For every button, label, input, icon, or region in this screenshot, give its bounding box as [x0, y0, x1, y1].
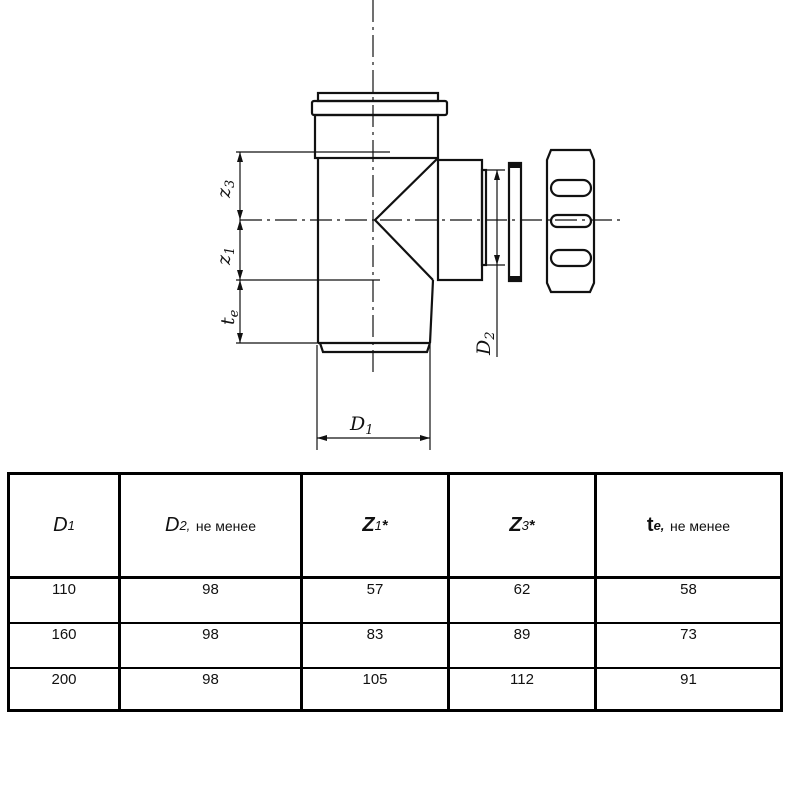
table-cell: 105 [362, 671, 388, 688]
table-cell: 110 [52, 581, 76, 598]
seal-ring [507, 161, 523, 283]
nut-slot [549, 178, 593, 198]
table-cell: 83 [366, 626, 384, 643]
table-cell: 89 [513, 626, 531, 643]
table-cell: 73 [680, 626, 697, 643]
socket-top-ring [316, 91, 440, 103]
table-cell: 160 [51, 626, 77, 643]
nut-slot [549, 248, 593, 268]
nut-slot [549, 213, 593, 229]
table-cell: 98 [202, 626, 219, 643]
bottom-lip [318, 342, 432, 354]
label-d1: D1 [349, 413, 374, 438]
table-cell: 200 [51, 671, 77, 688]
socket-cap [310, 99, 449, 117]
label-z1: z1 [213, 247, 238, 266]
table-cell: 57 [366, 581, 384, 598]
label-te: te [217, 309, 242, 325]
table-cell: 112 [510, 671, 534, 688]
label-z3: z3 [213, 180, 238, 199]
union-nut [545, 148, 596, 294]
table-cell: 58 [680, 581, 697, 598]
table-cell: 98 [202, 671, 219, 688]
socket-body [313, 113, 440, 160]
branch-junction [373, 157, 439, 281]
table-cell: 91 [680, 671, 697, 688]
table-cell: 62 [513, 581, 531, 598]
side-socket-step [480, 168, 488, 267]
main-pipe [316, 158, 435, 345]
label-d2: D2 [473, 331, 498, 356]
table-cell: 98 [202, 581, 219, 598]
tee-fitting-drawing: z3 z1 te D2 D1 [213, 0, 622, 450]
